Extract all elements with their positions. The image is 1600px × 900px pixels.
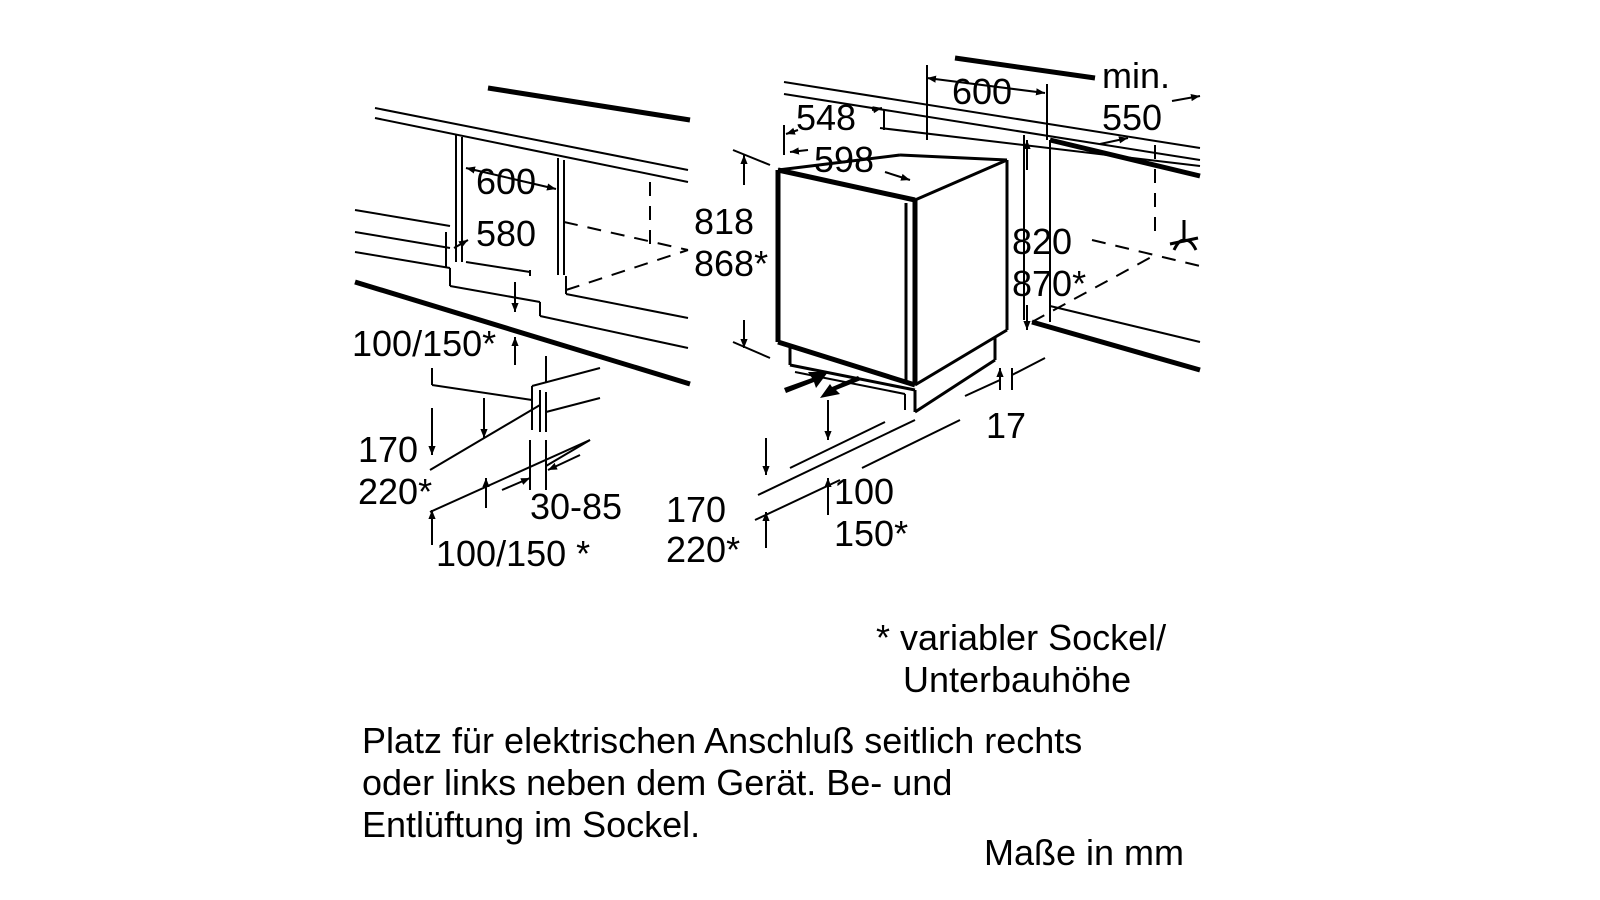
- unit-note: Maße in mm: [984, 832, 1185, 873]
- label-right-150: 150*: [834, 513, 908, 554]
- niche-drawing: [354, 85, 691, 513]
- niche-dimension-lines: [428, 166, 581, 545]
- label-left-plinth-bottom: 100/150 *: [436, 533, 590, 574]
- label-right-548: 548: [796, 97, 856, 138]
- label-right-170: 170: [666, 489, 726, 530]
- appliance-drawing: [754, 55, 1201, 521]
- dimension-labels: 600 580 100/150* 170 220* 30-85 100/150 …: [352, 55, 1170, 574]
- label-right-820: 820: [1012, 221, 1072, 262]
- footnote-line-2: Unterbauhöhe: [903, 659, 1132, 700]
- label-left-30-85: 30-85: [530, 486, 622, 527]
- label-left-niche-width: 600: [476, 161, 536, 202]
- label-left-220: 220*: [358, 471, 432, 512]
- appliance-dimension-lines: [732, 65, 1201, 548]
- label-right-17: 17: [986, 405, 1026, 446]
- label-right-818: 818: [694, 201, 754, 242]
- info-line-3: Entlüftung im Sockel.: [362, 804, 701, 845]
- label-right-min: min.: [1102, 55, 1170, 96]
- label-right-220: 220*: [666, 529, 740, 570]
- label-right-868: 868*: [694, 243, 768, 284]
- label-left-170: 170: [358, 429, 418, 470]
- label-right-600: 600: [952, 71, 1012, 112]
- label-right-870: 870*: [1012, 263, 1086, 304]
- footnote-variable-plinth: * variabler Sockel/ Unterbauhöhe: [876, 617, 1166, 701]
- info-line-2: oder links neben dem Gerät. Be- und: [362, 762, 953, 803]
- label-left-inner-width: 580: [476, 213, 536, 254]
- label-right-550: 550: [1102, 97, 1162, 138]
- footnote-line-1: * variabler Sockel/: [876, 617, 1167, 658]
- info-line-1: Platz für elektrischen Anschluß seitlich…: [362, 720, 1083, 761]
- airflow-arrows: [784, 372, 861, 398]
- label-right-598: 598: [814, 139, 874, 180]
- electrical-connection-note: Platz für elektrischen Anschluß seitlich…: [362, 720, 1082, 846]
- label-left-plinth-top: 100/150*: [352, 323, 496, 364]
- label-right-100: 100: [834, 471, 894, 512]
